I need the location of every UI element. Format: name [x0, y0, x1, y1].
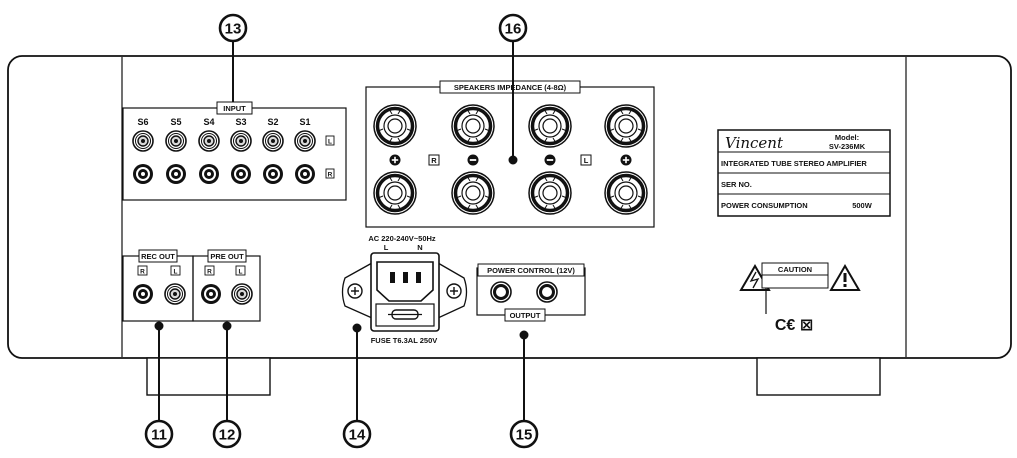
caution-label: CAUTION: [778, 265, 812, 274]
mounting-screw-icon: [347, 283, 363, 299]
pre-out-title: PRE OUT: [210, 252, 244, 261]
input-channel-label-s1: S1: [299, 117, 310, 127]
input-jack-s6-left[interactable]: [132, 130, 154, 152]
svg-text:11: 11: [151, 427, 167, 444]
svg-text:14: 14: [349, 427, 366, 444]
power-consumption-label: POWER CONSUMPTION: [721, 201, 808, 210]
svg-text:13: 13: [225, 21, 242, 38]
input-left-mark: L: [328, 139, 332, 146]
rec-out-right-jack[interactable]: [133, 284, 153, 304]
speaker-terminal-l-plus-bottom[interactable]: [603, 170, 649, 216]
speaker-terminal-r-minus-bottom[interactable]: [450, 170, 496, 216]
svg-text:16: 16: [505, 21, 522, 38]
brand-logo: Vincent: [725, 134, 784, 152]
input-channel-label-s3: S3: [235, 117, 246, 127]
fuse-label: FUSE T6.3AL 250V: [371, 336, 438, 345]
input-jack-s3-left[interactable]: [230, 130, 252, 152]
callout-16: 16: [498, 13, 528, 43]
ce-weee-marks: C€ ⊠: [775, 317, 813, 334]
pre-out-right-jack[interactable]: [201, 284, 221, 304]
svg-text:12: 12: [219, 427, 236, 444]
pre-out-left-jack[interactable]: [231, 283, 253, 305]
speaker-terminal-r-plus-top[interactable]: [372, 103, 418, 149]
speakers-right-mark: R: [431, 156, 437, 165]
input-jack-s1-right[interactable]: [295, 164, 315, 184]
speakers-section: SPEAKERS IMPEDANCE (4-8Ω) R L: [365, 80, 655, 228]
callout-leaders: [154, 40, 529, 421]
callout-13: 13: [218, 13, 248, 43]
power-control-output: OUTPUT: [510, 311, 541, 320]
left-foot: [146, 357, 271, 396]
rec-out-left-jack[interactable]: [164, 283, 186, 305]
plus-icon: [389, 154, 401, 166]
input-jack-s4-left[interactable]: [198, 130, 220, 152]
input-jack-s2-right[interactable]: [263, 164, 283, 184]
pre-out-right-mark: R: [207, 269, 212, 276]
speaker-terminal-r-plus-bottom[interactable]: [372, 170, 418, 216]
input-jack-s6-right[interactable]: [133, 164, 153, 184]
input-channel-label-s2: S2: [267, 117, 278, 127]
caution-section: CAUTION C€ ⊠: [739, 262, 861, 334]
input-channel-label-s5: S5: [170, 117, 181, 127]
input-section: INPUT S6 S5 S4 S3 S2 S1 L R: [122, 101, 347, 201]
product-description: INTEGRATED TUBE STEREO AMPLIFIER: [721, 159, 867, 168]
minus-icon: [467, 154, 479, 166]
input-right-mark: R: [328, 172, 333, 179]
input-jack-s4-right[interactable]: [199, 164, 219, 184]
serial-label: SER NO.: [721, 180, 752, 189]
svg-text:15: 15: [516, 427, 533, 444]
right-foot: [756, 357, 881, 396]
exclamation-warning-icon: [829, 264, 861, 291]
ac-rating: AC 220-240V~50Hz: [368, 234, 436, 243]
input-channel-label-s6: S6: [137, 117, 148, 127]
power-consumption-value: 500W: [852, 201, 873, 210]
rec-out-title: REC OUT: [141, 252, 175, 261]
input-jack-s2-left[interactable]: [262, 130, 284, 152]
ac-neutral-label: N: [417, 243, 422, 252]
minus-icon: [544, 154, 556, 166]
model-number: SV-236MK: [829, 142, 866, 151]
input-jack-s3-right[interactable]: [231, 164, 251, 184]
rec-out-left-mark: L: [174, 269, 178, 276]
input-jack-s5-right[interactable]: [166, 164, 186, 184]
input-jack-s5-left[interactable]: [165, 130, 187, 152]
speaker-terminal-l-minus-top[interactable]: [527, 103, 573, 149]
pre-out-section: PRE OUT R L: [192, 249, 261, 322]
plus-icon: [620, 154, 632, 166]
speaker-terminal-l-plus-top[interactable]: [603, 103, 649, 149]
callout-14: 14: [342, 419, 372, 449]
nameplate: Vincent Model: SV-236MK INTEGRATED TUBE …: [717, 129, 891, 217]
power-control-section: POWER CONTROL (12V) OUTPUT: [476, 263, 586, 322]
input-channel-label-s4: S4: [203, 117, 214, 127]
mounting-screw-icon: [446, 283, 462, 299]
speaker-terminal-l-minus-bottom[interactable]: [527, 170, 573, 216]
speakers-left-mark: L: [584, 156, 589, 165]
speakers-title: SPEAKERS IMPEDANCE (4-8Ω): [454, 83, 567, 92]
model-label: Model:: [835, 133, 859, 142]
callout-12: 12: [212, 419, 242, 449]
pre-out-left-mark: L: [239, 269, 243, 276]
callout-11: 11: [144, 419, 174, 449]
input-jack-s1-left[interactable]: [294, 130, 316, 152]
input-title: INPUT: [223, 104, 246, 113]
callout-15: 15: [509, 419, 539, 449]
speaker-terminal-r-minus-top[interactable]: [450, 103, 496, 149]
power-control-title: POWER CONTROL (12V): [487, 266, 575, 275]
ac-inlet-section: AC 220-240V~50Hz L N FUSE T6.3AL 250V: [341, 234, 468, 345]
ac-live-label: L: [384, 243, 389, 252]
rec-out-right-mark: R: [140, 269, 145, 276]
